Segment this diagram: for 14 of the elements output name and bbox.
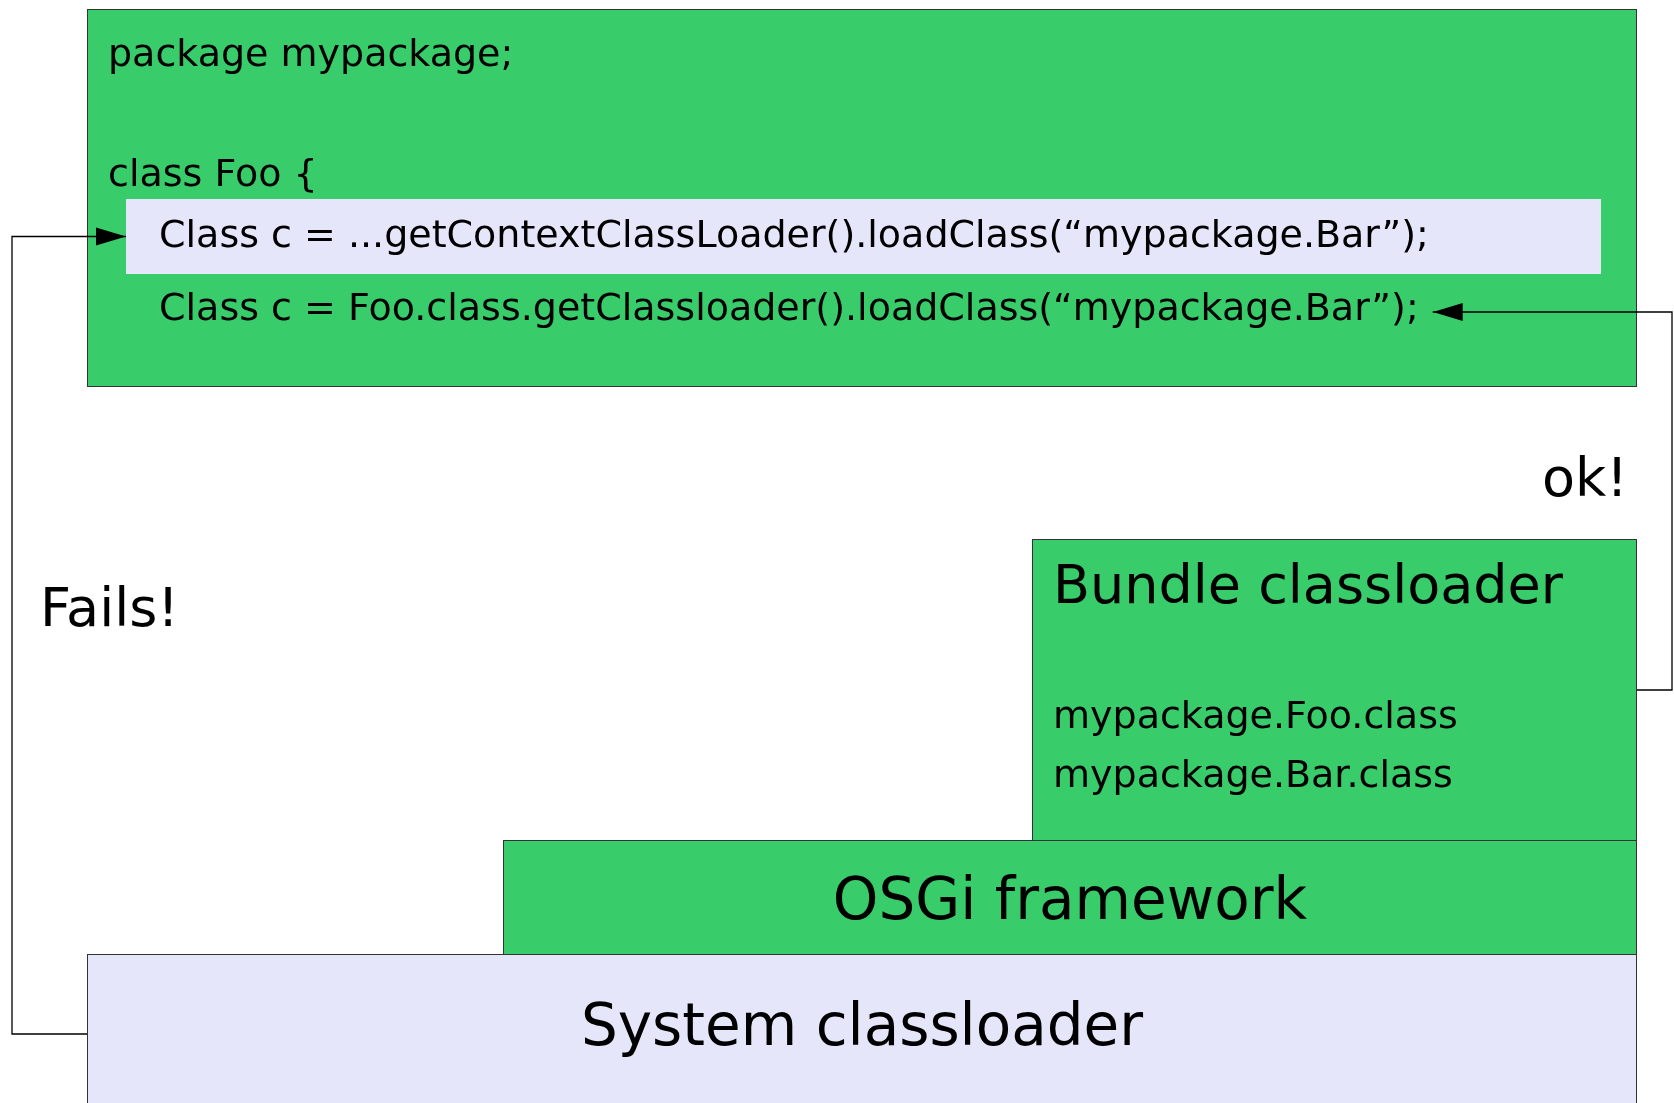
code-text: Class c = ...getContextClassLoader().loadClass(“mypackage.Bar”);: [159, 213, 1429, 257]
code-line: Class c = Foo.class.getClassloader().loadClass(“mypackage.Bar”);: [159, 286, 1419, 330]
arrow: [1432, 303, 1673, 691]
class-list: mypackage.Foo.class mypackage.Bar.class: [1053, 686, 1533, 804]
framework-layer: [503, 840, 1637, 955]
system-classloader-layer: [87, 954, 1637, 1103]
code-line: class Foo {: [108, 152, 318, 196]
code-panel: [87, 9, 1637, 387]
code-line: package mypackage;: [108, 32, 514, 76]
bundle-classloader-box: [1032, 539, 1637, 841]
layer-title: OSGi framework: [832, 865, 1308, 932]
box-title: Bundle classloader: [1053, 554, 1564, 617]
layer-title: System classloader: [580, 991, 1144, 1059]
arrow: [11, 227, 127, 1035]
